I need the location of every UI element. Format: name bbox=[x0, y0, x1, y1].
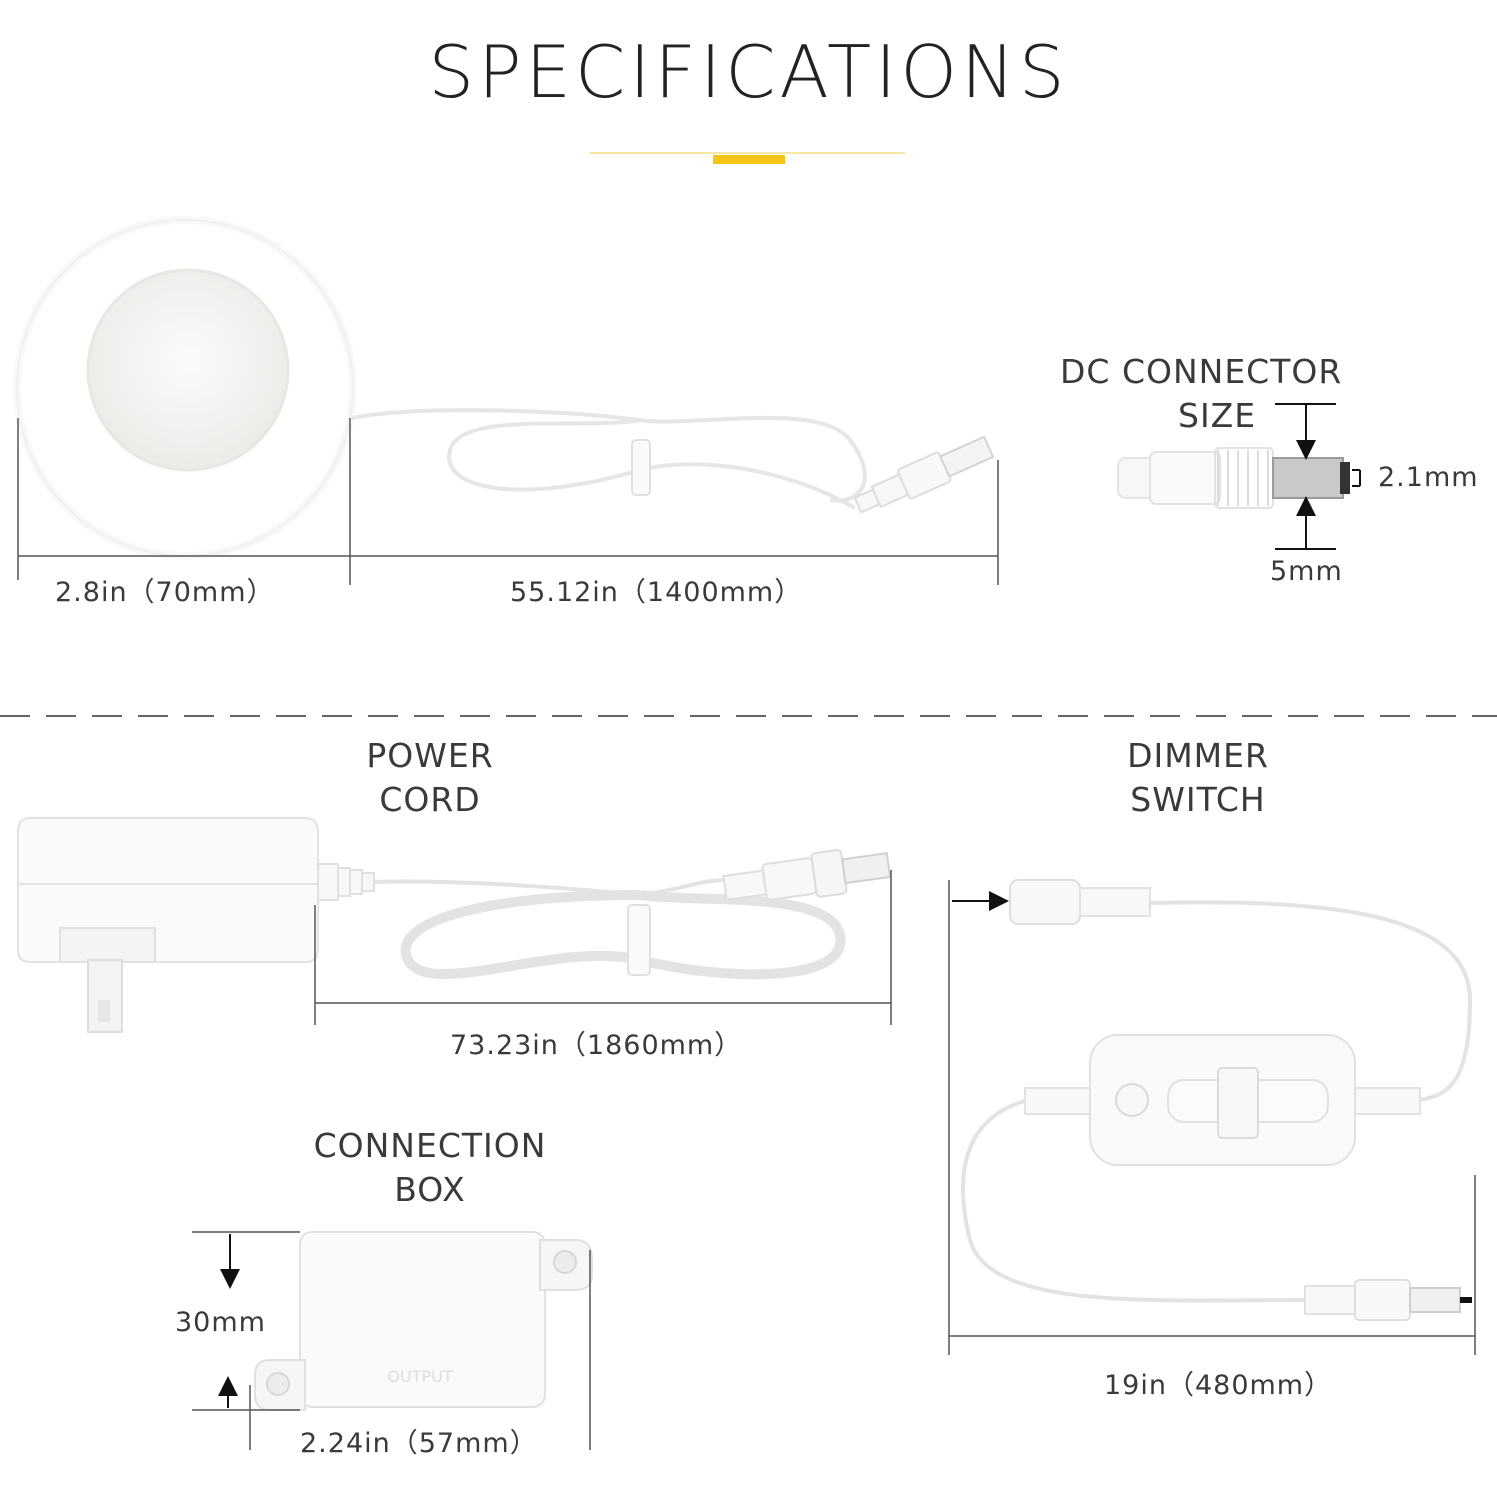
dc-connector-title-line2: SIZE bbox=[1178, 396, 1257, 435]
puck-cable-length-label: 55.12in（1400mm） bbox=[510, 577, 803, 608]
dc-connector-outer-label: 5mm bbox=[1270, 556, 1343, 587]
dc-connector-image bbox=[1117, 403, 1361, 550]
dimmer-switch-image bbox=[948, 879, 1476, 1355]
power-cord-length-label: 73.23in（1860mm） bbox=[450, 1030, 743, 1061]
puck-light-image bbox=[13, 216, 999, 585]
power-adapter-image bbox=[17, 817, 892, 1033]
connection-box-title-line2: BOX bbox=[394, 1170, 466, 1209]
page-title: SPECIFICATIONS bbox=[428, 30, 1069, 114]
dimmer-title-line1: DIMMER bbox=[1127, 736, 1269, 775]
title-underline bbox=[590, 152, 905, 164]
dimmer-title-line2: SWITCH bbox=[1130, 780, 1266, 819]
dc-connector-title-line1: DC CONNECTOR bbox=[1060, 352, 1343, 391]
connection-box-title-line1: CONNECTION bbox=[313, 1126, 547, 1165]
connection-box-image: OUTPUT bbox=[192, 1231, 593, 1450]
power-cord-title-line1: POWER bbox=[366, 736, 494, 775]
box-embossed-text: OUTPUT bbox=[387, 1367, 452, 1386]
dc-connector-inner-label: 2.1mm bbox=[1378, 462, 1479, 493]
power-cord-title-line2: CORD bbox=[379, 780, 481, 819]
puck-diameter-label: 2.8in（70mm） bbox=[55, 577, 275, 608]
dimmer-length-label: 19in（480mm） bbox=[1104, 1370, 1333, 1401]
connection-box-height-label: 30mm bbox=[175, 1307, 266, 1338]
connection-box-width-label: 2.24in（57mm） bbox=[300, 1428, 538, 1459]
